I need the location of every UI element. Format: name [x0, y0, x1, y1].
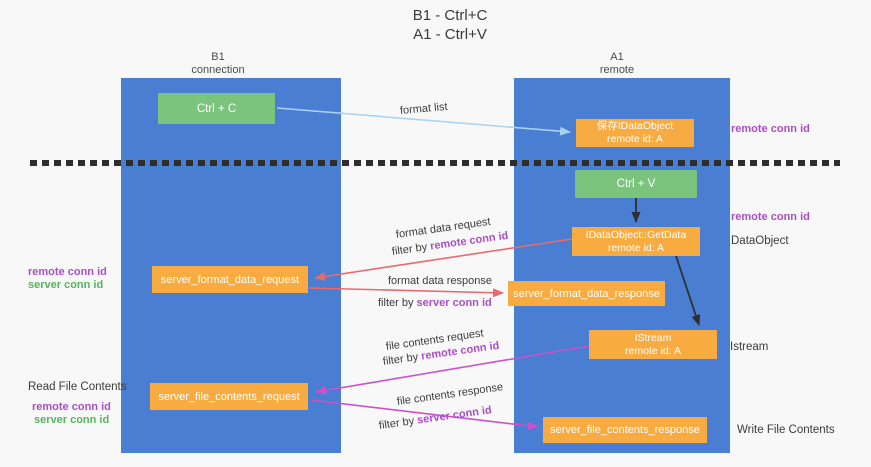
edge-label-format-list: format list — [399, 100, 449, 117]
lane-a1-subtitle: remote — [599, 64, 635, 76]
lane-a1-name: A1 — [610, 51, 624, 63]
node-istream: IStream remote id: A — [589, 330, 717, 359]
server-conn-id-text-1: server conn id — [416, 297, 492, 309]
node-ctrl-v-label: Ctrl + V — [616, 178, 656, 190]
node-server-format-data-request: server_format_data_request — [152, 266, 308, 293]
left-label-read-file-contents: Read File Contents — [28, 381, 127, 393]
edge-label-format-data-response: format data response — [388, 275, 492, 287]
title-line-2: A1 - Ctrl+V — [413, 26, 487, 43]
server-conn-id-text-2: server conn id — [416, 404, 493, 427]
filter-by-text-2: filter by — [378, 297, 414, 309]
node-ctrl-c-label: Ctrl + C — [196, 102, 237, 115]
node-ctrl-v: Ctrl + V — [575, 170, 697, 198]
node-format-request-label: server_format_data_request — [160, 273, 300, 286]
right-label-remote-conn-id-mid: remote conn id — [731, 211, 810, 223]
node-format-response-label: server_format_data_response — [513, 287, 660, 300]
lane-b1-name: B1 — [211, 51, 225, 63]
left-label-server-conn-id-2: server conn id — [34, 414, 110, 426]
node-file-response-label: server_file_contents_response — [550, 424, 700, 436]
lane-header-a1: A1 remote — [547, 51, 687, 77]
node-saved-idataobject: 保存IDataObject remote id: A — [576, 119, 694, 147]
node-getdata-line2: remote id: A — [607, 241, 665, 254]
left-label-server-conn-id-1: server conn id — [28, 279, 104, 291]
node-server-file-contents-response: server_file_contents_response — [543, 417, 707, 443]
diagram-title: B1 - Ctrl+C A1 - Ctrl+V — [330, 6, 570, 44]
lane-header-b1: B1 connection — [148, 51, 288, 77]
right-label-dataobject: DataObject — [731, 235, 789, 247]
left-label-remote-conn-id-1: remote conn id — [28, 266, 107, 278]
node-saved-idataobject-line2: remote id: A — [606, 133, 664, 145]
node-istream-line1: IStream — [634, 331, 672, 344]
node-file-request-label: server_file_contents_request — [158, 390, 300, 403]
node-istream-line2: remote id: A — [624, 344, 682, 357]
node-idataobject-getdata: IDataObject::GetData remote id: A — [572, 227, 700, 256]
filter-by-text-4: filter by — [378, 415, 415, 432]
node-server-format-data-response: server_format_data_response — [508, 281, 665, 306]
node-saved-idataobject-line1: 保存IDataObject — [596, 120, 674, 132]
left-label-remote-conn-id-2: remote conn id — [32, 401, 111, 413]
node-getdata-line1: IDataObject::GetData — [585, 228, 687, 241]
filter-by-text-3: filter by — [382, 351, 419, 368]
node-server-file-contents-request: server_file_contents_request — [150, 383, 308, 410]
title-line-1: B1 - Ctrl+C — [412, 7, 488, 24]
edge-label-filter-server-2: filter by server conn id — [378, 404, 492, 432]
filter-by-text-1: filter by — [391, 241, 428, 258]
phase-separator-dashed-line — [30, 160, 840, 166]
right-label-istream: Istream — [730, 341, 769, 353]
lane-b1-subtitle: connection — [191, 64, 245, 76]
node-ctrl-c: Ctrl + C — [158, 93, 275, 124]
right-label-remote-conn-id-top: remote conn id — [731, 123, 810, 135]
edge-label-filter-server-1: filter by server conn id — [378, 297, 492, 309]
right-label-write-file-contents: Write File Contents — [737, 424, 835, 436]
